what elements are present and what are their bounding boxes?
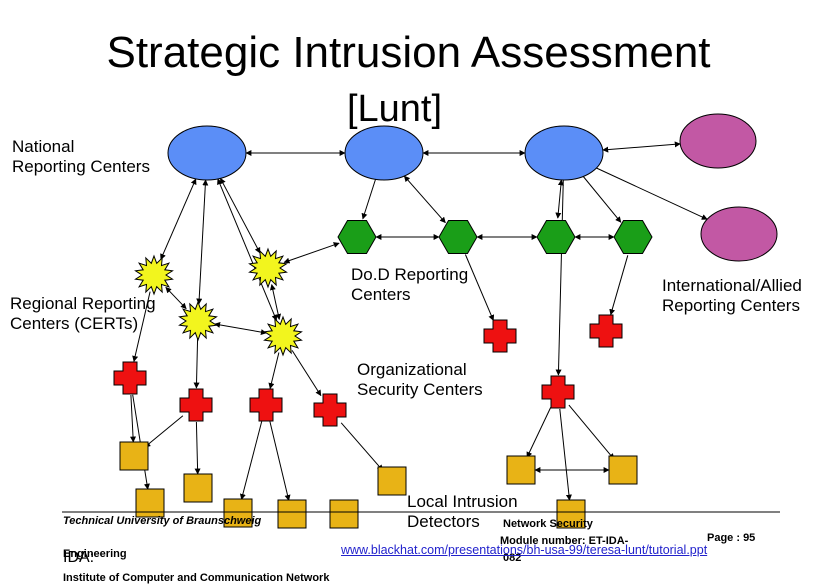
- arrow-n3-i1: [602, 141, 681, 153]
- label-dod-reporting-centers: Do.D Reporting Centers: [351, 265, 469, 304]
- node-organizational-o4: [313, 393, 347, 427]
- node-international-i1: [679, 113, 757, 169]
- node-dod-d1: [337, 220, 377, 254]
- footer-page: Page : 95: [707, 532, 756, 544]
- label-regional-reporting-centers: Regional Reporting Centers (CERTs): [10, 294, 156, 333]
- arrow-n2-d1: [361, 179, 376, 220]
- arrow-n2-d2: [403, 175, 446, 224]
- arrow-o2-l1: [144, 415, 184, 448]
- arrow-o2-l3: [194, 421, 201, 475]
- arrow-n3-d4: [582, 176, 622, 223]
- label-organizational-security-centers: Organizational Security Centers: [357, 360, 483, 399]
- node-dod-d2: [438, 220, 478, 254]
- arrow-o4-l7: [340, 422, 384, 471]
- node-local-l5: [277, 499, 307, 529]
- node-dod-d3: [536, 220, 576, 254]
- node-organizational-o1: [113, 361, 147, 395]
- arrow-n1-r1: [160, 178, 197, 260]
- node-local-l2: [135, 488, 165, 518]
- connection-arrows: [130, 141, 708, 501]
- arrow-o7-l9: [559, 408, 572, 501]
- arrow-o3-l4: [239, 421, 263, 500]
- footer-module-number: 082: [503, 552, 522, 564]
- node-local-l10: [608, 455, 638, 485]
- node-local-l4: [223, 498, 253, 528]
- node-organizational-o6: [589, 314, 623, 348]
- arrow-r3-r4: [214, 321, 267, 336]
- page-subtitle: [Lunt]: [346, 88, 443, 130]
- arrow-r2-d1: [283, 242, 340, 264]
- arrow-o7-l10: [568, 404, 615, 460]
- arrow-o3-l5: [269, 421, 291, 501]
- node-local-l3: [183, 473, 213, 503]
- arrow-r3-o2: [193, 337, 200, 389]
- footer-ida-prefix: IDA:: [63, 549, 95, 567]
- node-organizational-o3: [249, 388, 283, 422]
- node-national-n1: [167, 125, 247, 181]
- node-local-l1: [119, 441, 149, 471]
- arrow-d4-o6: [609, 255, 629, 316]
- node-local-l6: [329, 499, 359, 529]
- footer-module: Module number: ET-IDA-: [500, 535, 629, 547]
- arrow-o1-l1: [130, 394, 137, 443]
- node-local-l9: [556, 499, 586, 529]
- footer-source-link[interactable]: www.blackhat.com/presentations/bh-usa-99…: [341, 543, 708, 557]
- arrow-r1-r3: [165, 286, 187, 310]
- intrusion-assessment-diagram: [62, 113, 780, 529]
- node-regional-r4: [263, 315, 303, 357]
- node-dod-d4: [613, 220, 653, 254]
- arrow-n1-r3: [196, 179, 209, 305]
- arrow-r4-o3: [268, 352, 280, 390]
- arrow-r1-o1: [132, 291, 151, 362]
- node-local-l8: [506, 455, 536, 485]
- footer-ida-name: Institute of Computer and Communication …: [63, 571, 330, 584]
- label-local-intrusion-detectors: Local Intrusion Detectors: [407, 492, 518, 531]
- node-national-n3: [524, 125, 604, 181]
- arrow-n3-o7: [555, 179, 564, 376]
- page-title: Strategic Intrusion Assessment: [106, 28, 711, 77]
- footer-university: Technical University of Braunschweig: [63, 515, 262, 527]
- node-regional-r1: [134, 254, 174, 296]
- node-organizational-o7: [541, 375, 575, 409]
- node-organizational-o2: [179, 388, 213, 422]
- arrow-n1-r4: [217, 178, 278, 321]
- node-local-l7: [377, 466, 407, 496]
- diagram-nodes: [113, 113, 778, 529]
- footer-course: Network Security: [503, 518, 593, 530]
- node-regional-r2: [248, 247, 288, 289]
- arrow-n1-r2: [219, 177, 261, 254]
- node-regional-r3: [178, 300, 218, 342]
- node-international-i2: [700, 206, 778, 262]
- arrow-o7-l8: [526, 407, 552, 458]
- label-national-reporting-centers: National Reporting Centers: [12, 137, 150, 176]
- arrow-n3-i2: [596, 167, 708, 220]
- footer-engineering: Engineering: [63, 548, 127, 560]
- arrow-d2-o5: [464, 254, 495, 321]
- node-national-n2: [344, 125, 424, 181]
- arrow-r4-o4: [291, 350, 322, 397]
- arrow-r2-r4: [269, 284, 282, 320]
- node-organizational-o5: [483, 319, 517, 353]
- label-international-reporting-centers: International/Allied Reporting Centers: [662, 276, 802, 315]
- arrow-n3-d3: [555, 179, 564, 219]
